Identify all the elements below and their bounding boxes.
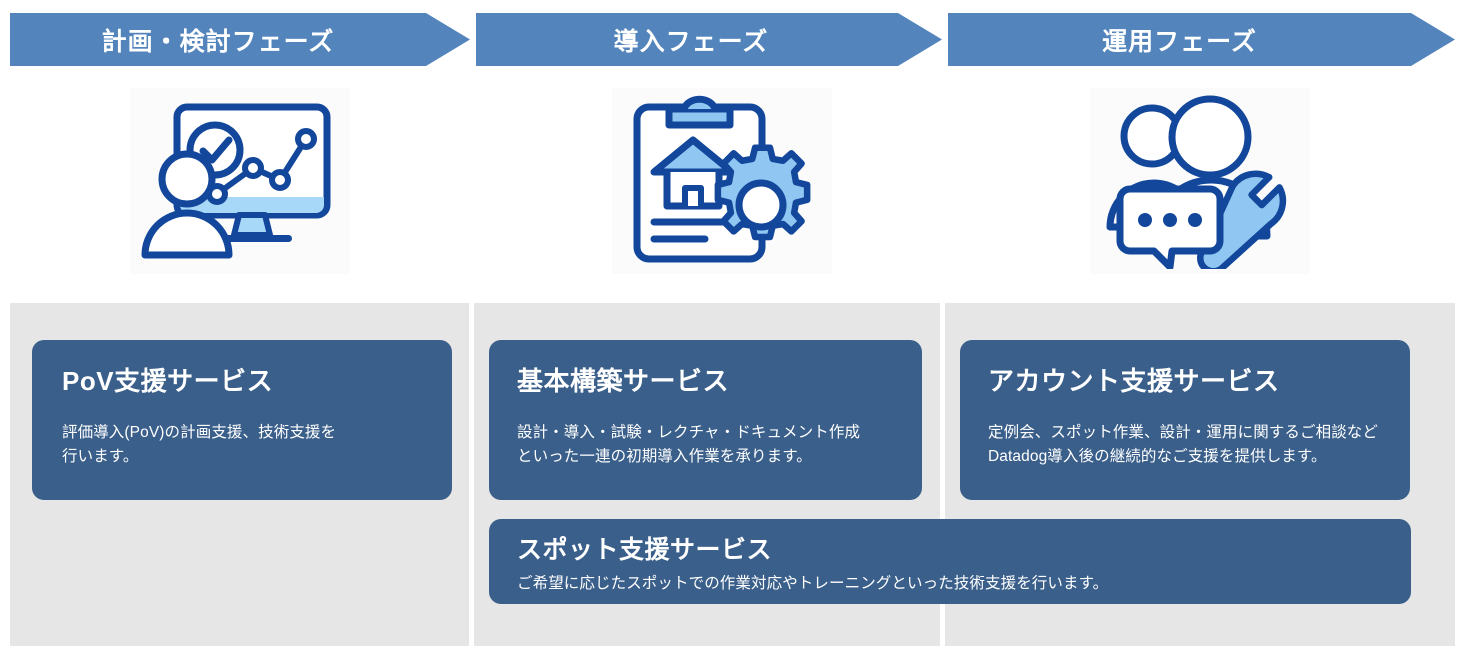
service-card-account[interactable]: アカウント支援サービス 定例会、スポット作業、設計・運用に関するご相談など Da… (960, 340, 1410, 500)
phase-banner-operation[interactable]: 運用フェーズ (948, 13, 1455, 66)
service-card-account-title: アカウント支援サービス (988, 366, 1280, 396)
icon-tile-planning (130, 88, 350, 274)
service-card-basic-build[interactable]: 基本構築サービス 設計・導入・試験・レクチャ・ドキュメント作成 といった一連の初… (489, 340, 922, 500)
phase-banner-introduction[interactable]: 導入フェーズ (476, 13, 942, 66)
phase-banner-operation-label: 運用フェーズ (1102, 27, 1257, 56)
service-card-pov-title: PoV支援サービス (62, 366, 274, 396)
service-card-spot[interactable]: スポット支援サービス ご希望に応じたスポットでの作業対応やトレーニングといった技… (489, 519, 1411, 604)
service-card-account-description: 定例会、スポット作業、設計・運用に関するご相談など Datadog導入後の継続的… (988, 424, 1379, 466)
service-card-pov[interactable]: PoV支援サービス 評価導入(PoV)の計画支援、技術支援を 行います。 (32, 340, 452, 500)
service-card-pov-description: 評価導入(PoV)の計画支援、技術支援を 行います。 (62, 424, 337, 466)
service-card-basic-build-title: 基本構築サービス (517, 366, 730, 396)
phase-banner-row: 計画・検討フェーズ 導入フェーズ 運用フェーズ (0, 0, 1460, 80)
clipboard-house-gear-icon (633, 95, 811, 263)
phase-banner-introduction-label: 導入フェーズ (613, 27, 769, 56)
service-card-spot-description: ご希望に応じたスポットでの作業対応やトレーニングといった技術支援を行います。 (517, 575, 1109, 592)
service-card-basic-build-description: 設計・導入・試験・レクチャ・ドキュメント作成 といった一連の初期導入作業を承りま… (517, 424, 861, 466)
people-chat-wrench-icon (1106, 95, 1287, 269)
services-band: PoV支援サービス 評価導入(PoV)の計画支援、技術支援を 行います。 基本構… (0, 303, 1460, 646)
icon-tile-operation (1090, 88, 1310, 274)
icon-tile-introduction (612, 88, 832, 274)
monitor-analytics-check-person-icon (141, 103, 331, 259)
phase-banner-planning-label: 計画・検討フェーズ (101, 27, 335, 56)
phase-icon-row (0, 80, 1460, 283)
phase-banner-planning[interactable]: 計画・検討フェーズ (10, 13, 470, 66)
service-card-spot-title: スポット支援サービス (517, 536, 773, 564)
